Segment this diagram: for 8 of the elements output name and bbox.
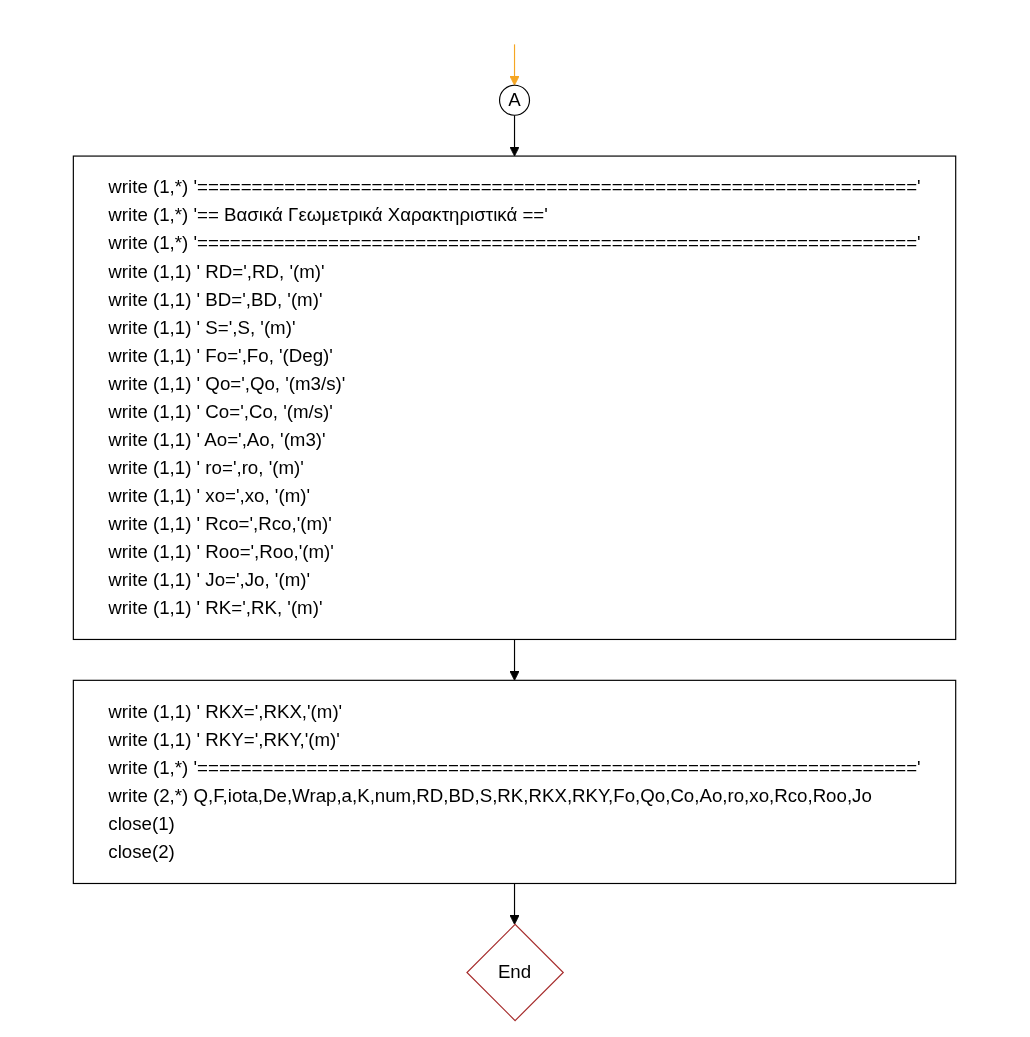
node-box: write (1,1) ' RKX=',RKX,'(m)' write (1,1) ' RKY=',RKY,'(m)' write (1,*) '==================================================================' write (2,*) Q,F,iota,De,Wrap,a,K,num,RD,BD,S,RK,RKX,RKY,Fo,Qo,Co,Ao,ro,xo,Rco,Roo,Jo close(1) close(2) xyxy=(73,679,957,885)
node-circle: A xyxy=(499,84,531,116)
node-box: write (1,*) '==================================================================' write (1,*) '== Βασικά Γεωμετρικά Χαρακτηριστικά ==' write (1,*) '==================================================================' write (1,1) ' RD=',RD, '(m)' write (1,1) ' BD=',BD, '(m)' write (1,1) ' S=',S, '(m)' write (1,1) ' Fo=',Fo, '(Deg)' write (1,1) ' Qo=',Qo, '(m3/s)' write (1,1) ' Co=',Co, '(m/s)' write (1,1) ' Ao=',Ao, '(m3)' write (1,1) ' ro=',ro, '(m)' write (1,1) ' xo=',xo, '(m)' write (1,1) ' Rco=',Rco,'(m)' write (1,1) ' Roo=',Roo,'(m)' write (1,1) ' Jo=',Jo, '(m)' write (1,1) ' RK=',RK, '(m)' xyxy=(73,155,957,641)
arrow xyxy=(509,638,521,681)
arrow xyxy=(509,43,521,86)
node-diamond: End xyxy=(466,923,565,1022)
arrow xyxy=(509,882,521,925)
arrow xyxy=(509,114,521,157)
